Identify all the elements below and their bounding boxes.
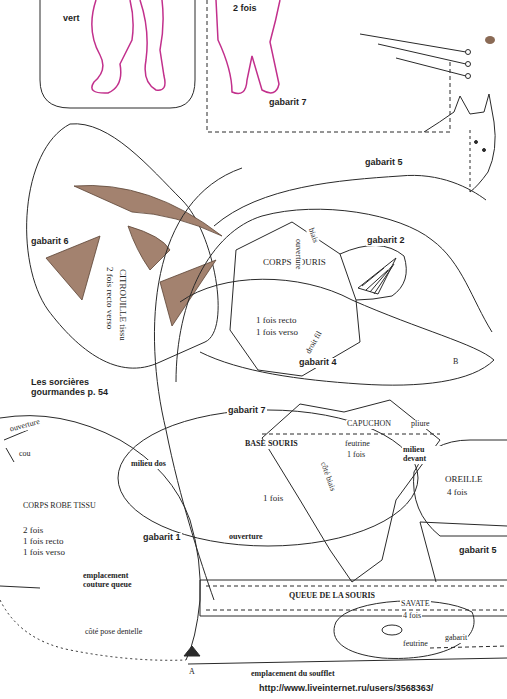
pattern-label: B — [452, 358, 459, 367]
piece-text: CITROUILLE tissu — [117, 268, 127, 342]
watermark: http://www.liveinternet.ru/users/3568363… — [258, 684, 434, 694]
pattern-label: biais — [306, 226, 320, 245]
pattern-label: ouverture — [293, 238, 302, 271]
piece-text: SAVATE — [400, 600, 431, 609]
pattern-label: gabarit 1 — [142, 533, 182, 543]
pattern-piece: vert — [60, 12, 83, 26]
pattern-label: gabarit — [444, 634, 468, 643]
pattern-label: emplacement couture queue — [82, 572, 156, 590]
pattern-label: cou — [18, 450, 32, 459]
pattern-piece: CORPS ROBE TISSU 2 fois1 fois recto1 fois… — [20, 500, 99, 560]
piece-text: CORPS ROBE TISSU — [22, 502, 97, 511]
pattern-label: milieu dos — [130, 460, 172, 469]
pattern-label: côté biais — [318, 460, 337, 493]
piece-text: 1 fois verso — [22, 548, 66, 558]
piece-text: 4 fois — [402, 612, 422, 621]
piece-text: 2 fois — [22, 526, 44, 536]
pattern-piece: 2 fois gabarit 7 — [230, 2, 310, 110]
piece-text: 1 fois recto — [255, 316, 298, 326]
pattern-label: A — [188, 668, 196, 677]
pattern-label: Les sorcières gourmandes p. 54 — [30, 378, 132, 398]
piece-text: 1 fois recto — [22, 537, 65, 547]
piece-text: gabarit 7 — [268, 98, 308, 108]
pattern-label: milieu devant — [402, 446, 450, 464]
piece-text: 1 fois verso — [255, 328, 299, 338]
piece-text: 2 fois — [232, 4, 258, 14]
pattern-label: emplacement du soufflet — [250, 670, 336, 679]
pattern-piece: CORPS SOURIS1 fois recto1 fois verso — [253, 256, 329, 340]
piece-text: gabarit 7 — [227, 406, 267, 416]
pattern-label: gabarit 2 — [366, 236, 406, 246]
pattern-piece: SAVATE 4 fois feutrine — [398, 598, 433, 651]
pattern-piece: gabarit 7 BASE SOURIS 1 fois — [225, 404, 301, 506]
piece-text: BASE SOURIS — [244, 440, 299, 449]
piece-text: feutrine — [344, 440, 371, 449]
piece-text: feutrine — [402, 640, 429, 649]
piece-text: 1 fois — [262, 494, 284, 504]
pattern-label: gabarit 4 — [298, 358, 338, 368]
piece-text: 4 fois — [446, 488, 468, 498]
pattern-label: droit fil — [304, 329, 325, 356]
piece-text: CAPUCHON — [346, 420, 392, 429]
piece-text: 2 fois recto verso — [104, 266, 114, 330]
piece-text: QUEUE DE LA SOURIS — [288, 592, 376, 601]
piece-text: 1 fois — [346, 451, 366, 460]
pattern-label: côté pose dentelle — [84, 628, 143, 637]
pattern-label: ouverture — [8, 418, 42, 435]
piece-text: gabarit 6 — [30, 237, 70, 247]
pattern-label: ouverture — [228, 533, 264, 542]
pattern-piece: QUEUE DE LA SOURIS — [286, 590, 379, 603]
pattern-piece: OREILLE 4 fois — [442, 473, 486, 500]
piece-text: OREILLE — [444, 475, 484, 485]
pattern-label: gabarit 5 — [364, 158, 404, 168]
pattern-piece: gabarit 6 CITROUILLE tissu2 fois recto ve… — [28, 235, 129, 344]
piece-text: pliure — [410, 420, 431, 429]
piece-text: vert — [62, 14, 81, 24]
pattern-label: gabarit 5 — [458, 546, 498, 556]
